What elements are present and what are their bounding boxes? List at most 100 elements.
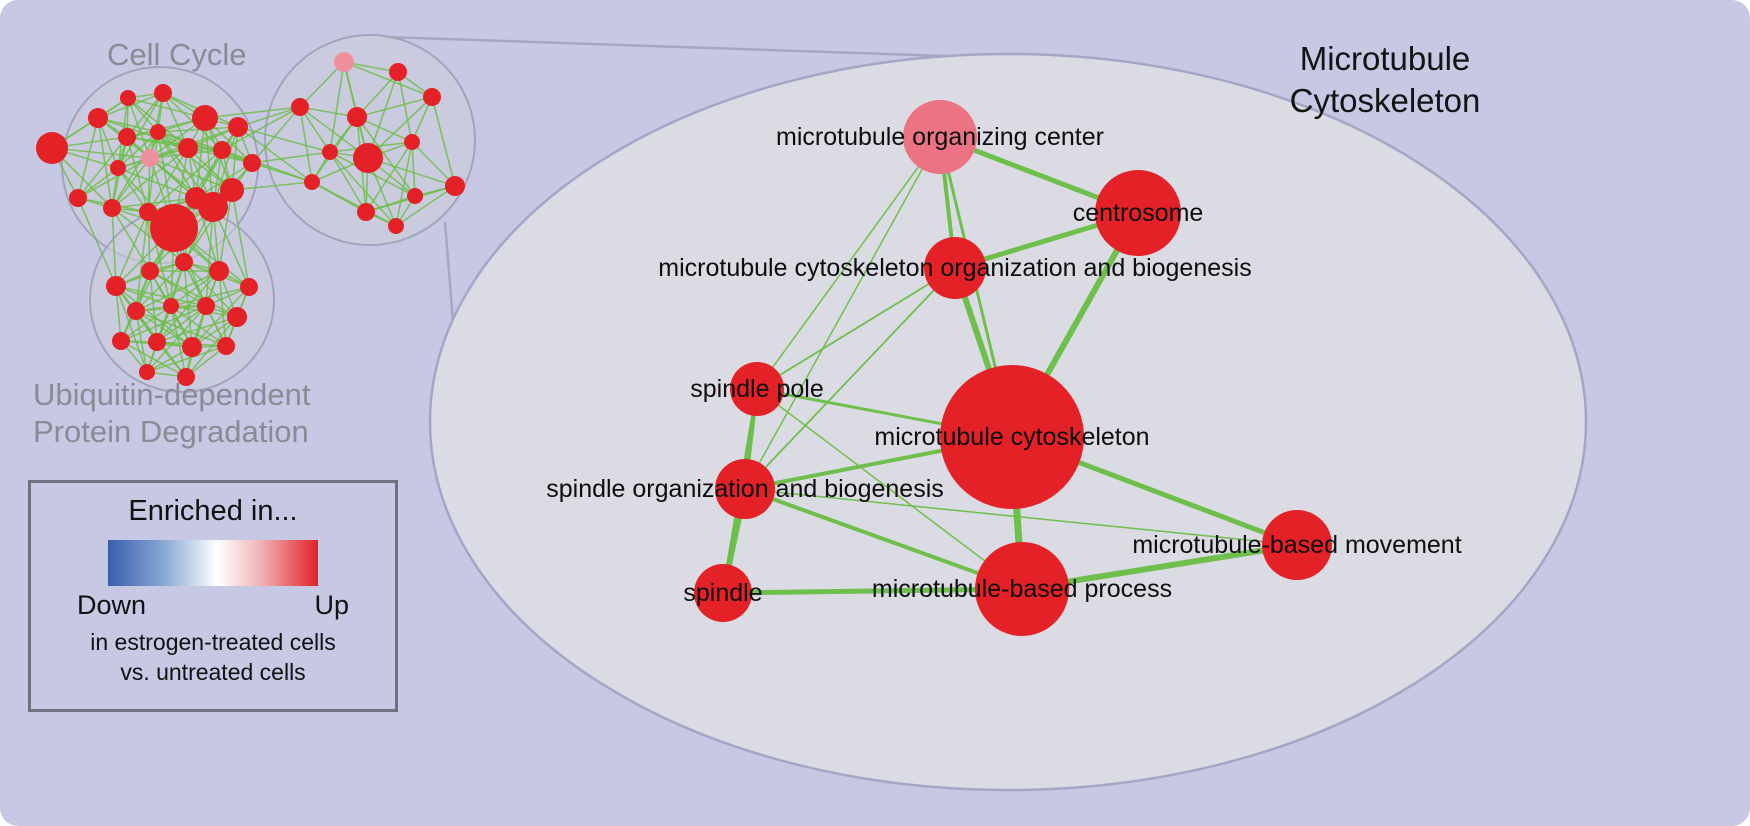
overview-edge bbox=[111, 207, 151, 272]
overview-edge bbox=[251, 151, 331, 164]
legend-title: Enriched in... bbox=[128, 495, 298, 527]
overview-edge bbox=[77, 117, 99, 199]
overview-edge bbox=[218, 270, 227, 347]
overview-node bbox=[175, 253, 193, 271]
overview-edge bbox=[329, 61, 345, 153]
cluster-label-ubiquitin-line2: Protein Degradation bbox=[33, 414, 309, 449]
zoom-node-label-mbp: microtubule-based process bbox=[872, 575, 1172, 603]
overview-node bbox=[69, 189, 87, 207]
overview-edge bbox=[120, 305, 172, 342]
overview-node bbox=[192, 105, 218, 131]
edge-spindle-mbp bbox=[720, 586, 1025, 596]
overview-node bbox=[389, 63, 407, 81]
overview-node bbox=[197, 297, 215, 315]
overview-node bbox=[148, 333, 166, 351]
zoom-node-label-mcob: microtubule cytoskeleton organization an… bbox=[658, 254, 1251, 282]
legend-down-label: Down bbox=[77, 590, 147, 620]
enrichment-gradient-bar bbox=[108, 540, 318, 586]
zoom-node-mcob bbox=[924, 237, 986, 299]
overview-node bbox=[110, 160, 126, 176]
overview-edge bbox=[356, 71, 399, 118]
overview-edge bbox=[120, 340, 187, 378]
overview-node bbox=[127, 302, 145, 320]
overview-node bbox=[154, 84, 172, 102]
legend-subtitle: in estrogen-treated cells vs. untreated … bbox=[31, 627, 395, 687]
overview-edge bbox=[251, 106, 301, 164]
zoom-node-mbm bbox=[1262, 510, 1332, 580]
overview-edge bbox=[156, 305, 207, 343]
overview-edge bbox=[111, 197, 197, 209]
overview-edge bbox=[356, 116, 416, 197]
overview-node bbox=[150, 124, 166, 140]
overview-edge bbox=[343, 61, 433, 98]
cluster-label-cell-cycle: Cell Cycle bbox=[107, 37, 247, 72]
overview-node bbox=[139, 364, 155, 380]
overview-edge bbox=[218, 189, 233, 272]
edge-sob-mbm bbox=[744, 488, 1298, 546]
figure-title-line1: Microtubule bbox=[1299, 40, 1471, 77]
zoom-node-label-spindle: spindle bbox=[683, 579, 762, 607]
overview-node bbox=[177, 368, 195, 386]
zoom-node-label-sob: spindle organization and biogenesis bbox=[546, 475, 944, 503]
overview-edge bbox=[157, 126, 239, 133]
overview-edge bbox=[117, 92, 164, 169]
overview-edge bbox=[111, 147, 189, 209]
overview-edge bbox=[221, 106, 301, 151]
overview-node bbox=[120, 90, 136, 106]
overview-node bbox=[220, 178, 244, 202]
overview-edge bbox=[411, 141, 416, 197]
zoom-node-label-mc: microtubule cytoskeleton bbox=[874, 423, 1149, 451]
overview-edge bbox=[395, 185, 456, 227]
overview-edge bbox=[237, 126, 313, 183]
legend: Enriched in... Down Up in estrogen-treat… bbox=[28, 480, 398, 712]
overview-node bbox=[227, 307, 247, 327]
overview-edge bbox=[411, 141, 456, 187]
cluster-label-ubiquitin-line1: Ubiquitin-dependent bbox=[33, 377, 311, 412]
overview-edge bbox=[127, 97, 151, 159]
overview-node bbox=[150, 204, 198, 252]
overview-node bbox=[347, 107, 367, 127]
overview-edge bbox=[135, 310, 227, 347]
overview-node bbox=[88, 108, 108, 128]
overview-edge bbox=[299, 61, 345, 108]
legend-subtitle-line2: vs. untreated cells bbox=[120, 659, 306, 685]
overview-edge bbox=[251, 162, 313, 183]
zoom-node-mbp bbox=[975, 542, 1069, 636]
overview-edge bbox=[329, 151, 367, 213]
overview-edge bbox=[127, 97, 206, 119]
overview-edge bbox=[77, 157, 151, 199]
overview-node bbox=[357, 203, 375, 221]
overview-edge bbox=[111, 131, 159, 209]
overview-node bbox=[178, 138, 198, 158]
overview-edge bbox=[356, 96, 433, 118]
overview-edge bbox=[157, 131, 233, 191]
overview-edge bbox=[367, 71, 399, 159]
overview-edge bbox=[237, 106, 301, 128]
zoom-node-centrosome bbox=[1095, 170, 1181, 256]
overview-node bbox=[118, 128, 136, 146]
overview-edge bbox=[149, 270, 158, 343]
overview-node bbox=[139, 203, 157, 221]
overview-edge bbox=[299, 106, 313, 183]
overview-edge bbox=[157, 131, 253, 164]
overview-edge bbox=[237, 126, 331, 153]
overview-edge bbox=[147, 147, 189, 213]
figure-title: Microtubule Cytoskeleton bbox=[1255, 38, 1515, 122]
overview-edge bbox=[170, 305, 187, 378]
overview-node bbox=[228, 117, 248, 137]
legend-up-label: Up bbox=[314, 590, 349, 620]
overview-edge bbox=[431, 96, 456, 187]
legend-subtitle-line1: in estrogen-treated cells bbox=[90, 629, 336, 655]
zoom-connector-line bbox=[385, 35, 976, 59]
overview-edge bbox=[115, 211, 149, 287]
overview-edge bbox=[356, 116, 413, 143]
zoom-node-label-centrosome: centrosome bbox=[1073, 199, 1204, 227]
edge-moc-spindle-pole bbox=[756, 136, 941, 390]
zoom-node-moc bbox=[903, 100, 977, 174]
overview-edge bbox=[395, 141, 413, 227]
overview-edge bbox=[311, 181, 397, 227]
overview-edge bbox=[156, 316, 238, 343]
overview-node bbox=[240, 278, 258, 296]
zoom-node-label-mbm: microtubule-based movement bbox=[1132, 531, 1461, 559]
cluster-label-ubiquitin: Ubiquitin-dependent Protein Degradation bbox=[33, 376, 311, 450]
